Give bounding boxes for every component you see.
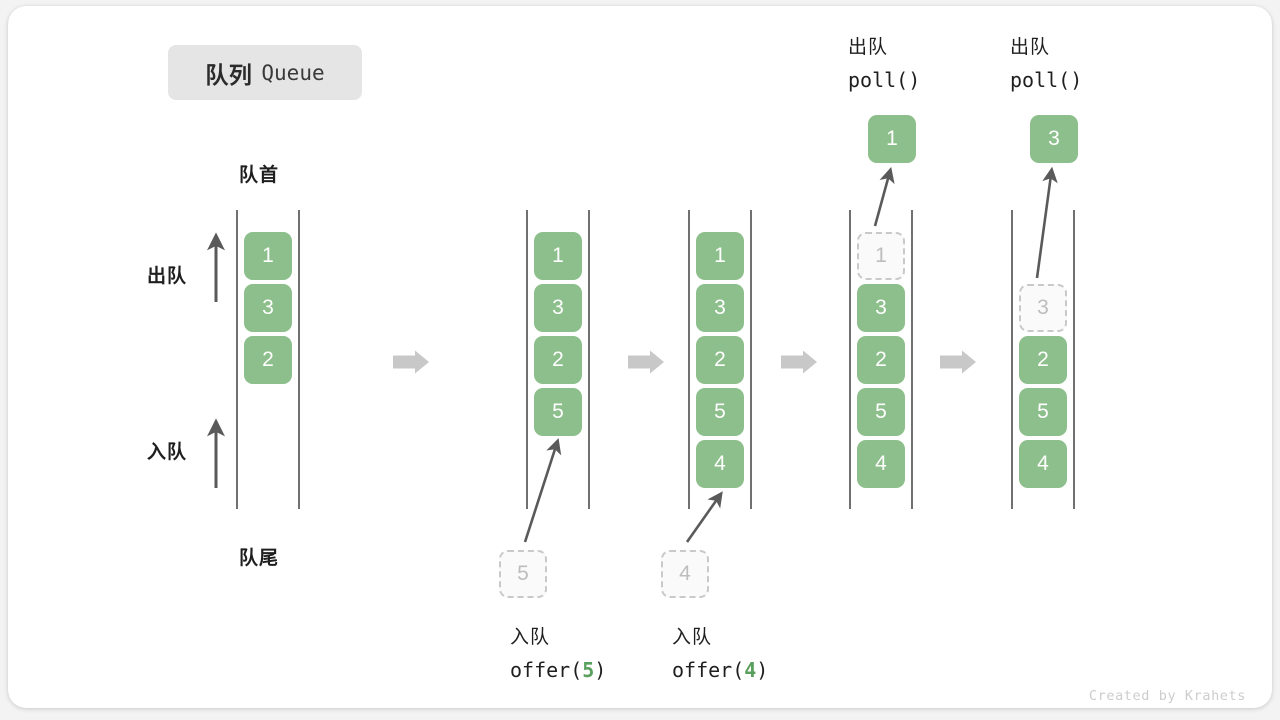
queue-cell: 3: [244, 284, 292, 332]
queue-cell: 2: [244, 336, 292, 384]
op-name: 入队: [672, 627, 713, 648]
queue-cell: 2: [857, 336, 905, 384]
op-code-value: 5: [582, 658, 595, 682]
title-badge: 队列 Queue: [168, 45, 362, 100]
queue-cell: 4: [1019, 440, 1067, 488]
op-code: poll(): [848, 68, 921, 92]
flow-arrow-4: [940, 350, 976, 374]
queue-tail-label: 队尾: [239, 548, 280, 569]
incoming-ghost-cell-after-offer-4: 4: [661, 550, 709, 598]
polled-value-cell-after-poll-1: 1: [868, 115, 916, 163]
queue-cell: 3: [534, 284, 582, 332]
queue-cell: 2: [534, 336, 582, 384]
dequeue-direction-label: 出队: [147, 266, 188, 287]
enqueue-arrow-after-offer-4: [685, 491, 723, 543]
op-code-value: 4: [744, 658, 757, 682]
enqueue-op-label-after-offer-4: 入队 offer(4): [672, 622, 768, 682]
queue-cell: 5: [857, 388, 905, 436]
flow-arrow-1: [393, 350, 429, 374]
ghost-cell-after-poll-1: 1: [857, 232, 905, 280]
dequeue-op-label-after-poll-1: 出队 poll(): [848, 32, 920, 92]
queue-cell: 4: [857, 440, 905, 488]
enqueue-direction-label: 入队: [147, 442, 188, 463]
title-badge-background: [168, 45, 362, 100]
enqueue-arrow-after-offer-5: [523, 438, 562, 543]
dequeue-arrow-after-poll-1: [873, 166, 895, 227]
flow-arrows: [393, 350, 976, 374]
queue-cell: 1: [534, 232, 582, 280]
queue-cell: 5: [534, 388, 582, 436]
flow-arrow-3: [781, 350, 817, 374]
credit-watermark: Created by Krahets: [1088, 688, 1246, 704]
queue-cell: 2: [1019, 336, 1067, 384]
enqueue-op-label-after-offer-5: 入队 offer(5): [510, 622, 606, 682]
queue-cell: 5: [1019, 388, 1067, 436]
ghost-cell-after-poll-3: 3: [1019, 284, 1067, 332]
queue-cell: 2: [696, 336, 744, 384]
op-name: 出队: [848, 37, 889, 58]
queue-cell: 1: [696, 232, 744, 280]
operation-arrows: [523, 166, 1058, 543]
op-code: offer(5): [510, 658, 607, 682]
op-code: poll(): [1010, 68, 1083, 92]
queue-cell: 5: [696, 388, 744, 436]
title-en: Queue: [261, 60, 325, 85]
dequeue-arrow-after-poll-3: [1035, 166, 1058, 279]
flow-arrow-2: [628, 350, 664, 374]
queue-rails: [236, 210, 1075, 509]
queue-cell: 3: [696, 284, 744, 332]
op-code: offer(4): [672, 658, 769, 682]
incoming-ghost-cell-after-offer-5: 5: [499, 550, 547, 598]
op-name: 出队: [1010, 37, 1051, 58]
title-cn: 队列: [205, 61, 253, 88]
queue-head-label: 队首: [239, 165, 280, 186]
op-name: 入队: [510, 627, 551, 648]
polled-value-cell-after-poll-3: 3: [1030, 115, 1078, 163]
queue-cell: 3: [857, 284, 905, 332]
dequeue-op-label-after-poll-3: 出队 poll(): [1010, 32, 1082, 92]
queue-cell: 4: [696, 440, 744, 488]
queue-cell: 1: [244, 232, 292, 280]
